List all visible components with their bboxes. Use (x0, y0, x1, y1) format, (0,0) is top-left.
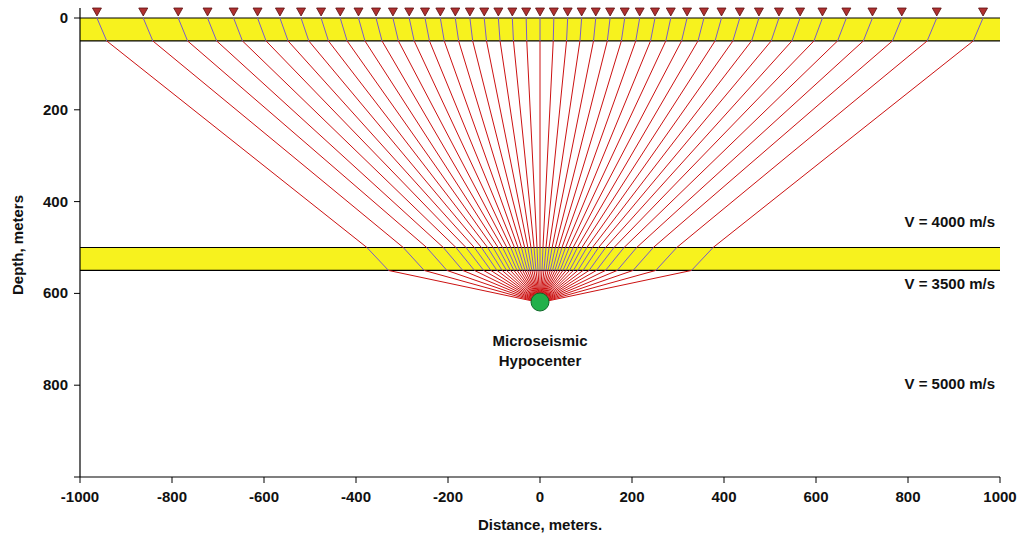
distance-tick-label: 0 (536, 487, 544, 507)
velocity-label: V = 5000 m/s (905, 374, 995, 394)
hypocenter-label: Microseismic Hypocenter (480, 331, 600, 372)
distance-tick-label: 1000 (983, 487, 1016, 507)
depth-tick-label: 400 (43, 191, 68, 211)
axis-title: Distance, meters. (478, 515, 602, 535)
distance-tick-label: 800 (895, 487, 920, 507)
depth-tick-label: 200 (43, 100, 68, 120)
depth-tick-label: 0 (60, 8, 68, 28)
low-velocity-band (80, 248, 1000, 271)
hypocenter-dot (531, 293, 549, 311)
distance-tick-label: -1000 (61, 487, 99, 507)
depth-tick-label: 600 (43, 283, 68, 303)
layer-boundaries (80, 18, 1000, 270)
velocity-label: V = 3500 m/s (905, 274, 995, 294)
velocity-label: V = 4000 m/s (905, 212, 995, 232)
distance-tick-label: 200 (619, 487, 644, 507)
distance-tick-label: -400 (341, 487, 371, 507)
receiver-triangles (92, 8, 987, 16)
axis-ticks (74, 18, 1000, 483)
distance-tick-label: -800 (157, 487, 187, 507)
distance-tick-label: -200 (433, 487, 463, 507)
axis-title: Depth, meters (8, 195, 28, 295)
surface-layer-band (80, 18, 1000, 41)
axes (80, 8, 1000, 477)
distance-tick-label: 600 (803, 487, 828, 507)
depth-tick-label: 800 (43, 375, 68, 395)
ray-paths (97, 18, 983, 303)
distance-tick-label: -600 (249, 487, 279, 507)
distance-tick-label: 400 (711, 487, 736, 507)
